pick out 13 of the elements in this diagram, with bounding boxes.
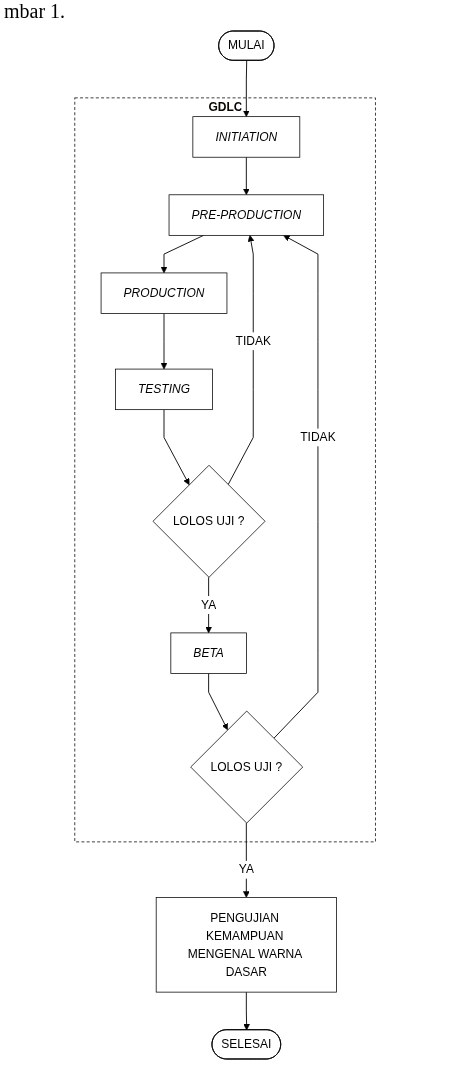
node-box: BETA	[170, 632, 248, 674]
edge-label: YA	[201, 598, 217, 612]
edge-label: TIDAK	[300, 430, 337, 444]
node-box: TESTING	[115, 368, 214, 411]
edge-label: YA	[239, 862, 255, 876]
figure-caption-fragment: mbar 1.	[4, 0, 67, 23]
node-box: INITIATION	[192, 116, 301, 158]
edge-label: TIDAK	[235, 334, 272, 348]
node-box: PRE-PRODUCTION	[169, 194, 325, 236]
node-diamond: LOLOS UJI ?	[152, 464, 266, 578]
node-box: PENGUJIAN KEMAMPUAN MENGENAL WARNA DASAR	[156, 897, 338, 993]
node-box: PRODUCTION	[101, 272, 228, 314]
node-diamond: LOLOS UJI ?	[190, 710, 304, 824]
